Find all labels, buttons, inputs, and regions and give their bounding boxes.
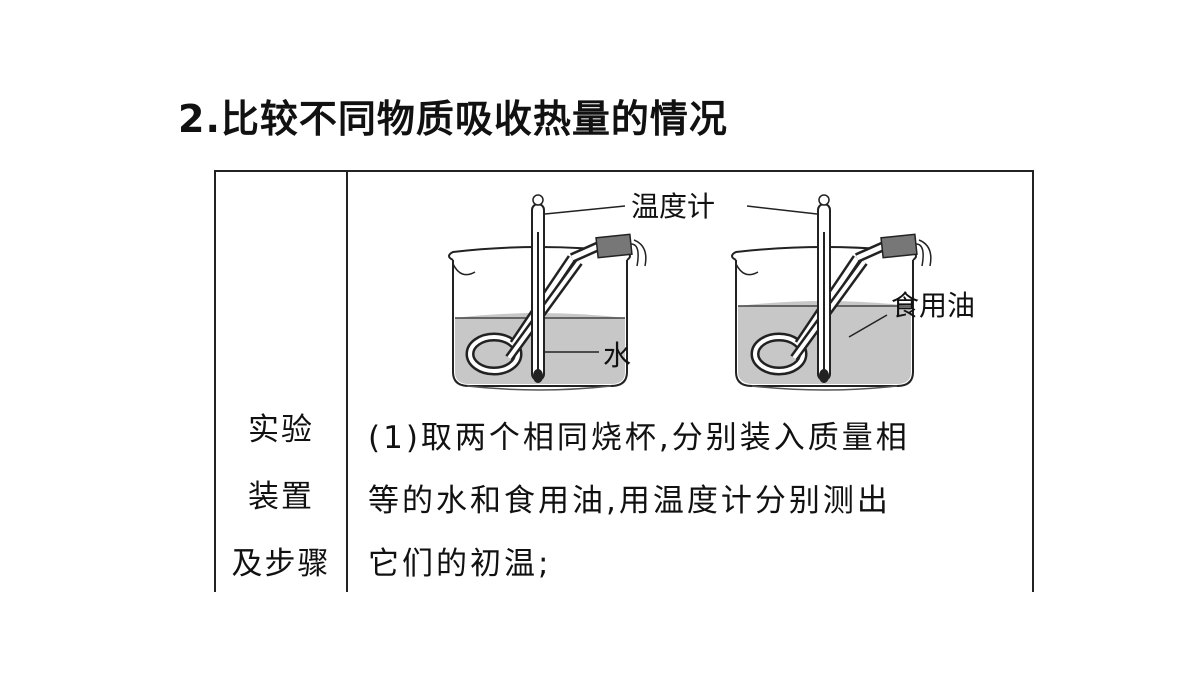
experiment-table: 实验 装置 及步骤 <box>214 170 1034 592</box>
left-thermometer <box>531 194 545 383</box>
oil-leader <box>848 314 888 338</box>
thermometer-leader-left <box>544 205 626 215</box>
row-label-line-3: 及步骤 <box>231 546 331 582</box>
section-title: 2.比较不同物质吸收热量的情况 <box>178 97 728 141</box>
step-text: (1)取两个相同烧杯,分别装入质量相 等的水和食用油,用温度计分别测出 它们的初… <box>368 407 1028 596</box>
apparatus-diagram: 温度计 水 食用油 <box>448 190 975 391</box>
step-line-1: (1)取两个相同烧杯,分别装入质量相 <box>368 420 910 456</box>
thermometer-label: 温度计 <box>631 190 715 223</box>
water-label: 水 <box>603 339 631 372</box>
row-label-line-1: 实验 <box>248 412 314 448</box>
right-thermometer <box>817 194 831 383</box>
step-line-3: 它们的初温; <box>368 546 552 582</box>
row-label: 实验 装置 及步骤 <box>216 397 346 598</box>
right-heater-coil <box>750 233 932 376</box>
column-divider <box>346 172 348 592</box>
step-line-2: 等的水和食用油,用温度计分别测出 <box>368 483 891 519</box>
oil-label: 食用油 <box>891 289 975 322</box>
thermometer-leader-right <box>746 205 818 215</box>
row-label-line-2: 装置 <box>248 479 314 515</box>
